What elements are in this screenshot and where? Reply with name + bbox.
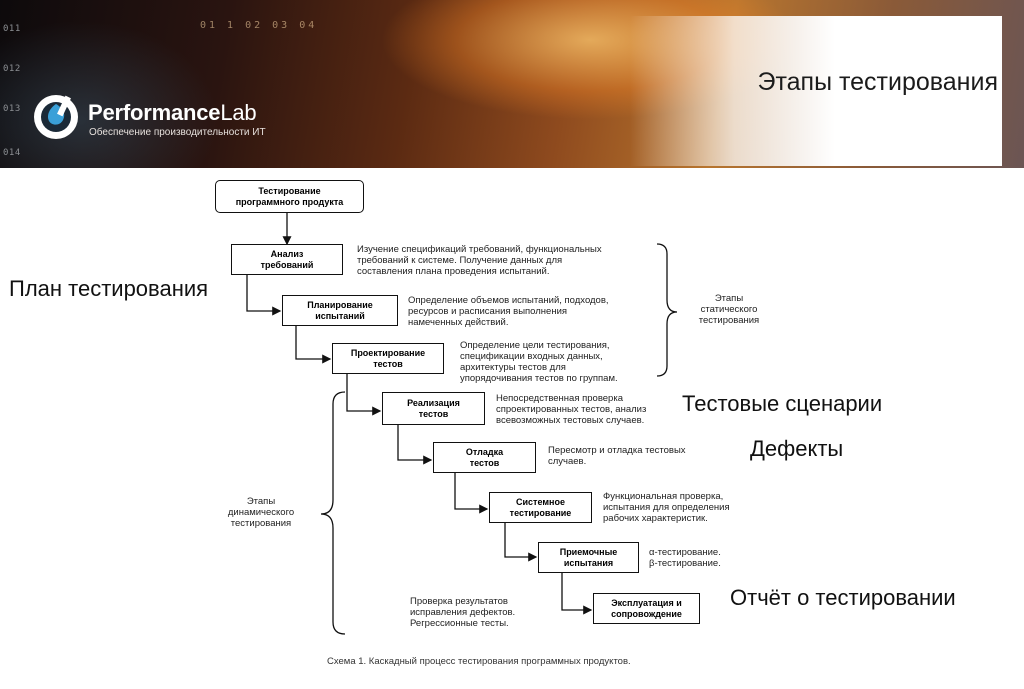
stage-box: Реализация тестов bbox=[382, 392, 485, 425]
annotation-report: Отчёт о тестировании bbox=[730, 585, 956, 610]
diagram-caption: Схема 1. Каскадный процесс тестирования … bbox=[327, 656, 631, 667]
banner-number: 013 bbox=[3, 104, 21, 114]
stage-description: Изучение спецификаций требований, функци… bbox=[357, 244, 602, 277]
logo-tagline: Обеспечение производительности ИТ bbox=[89, 127, 266, 138]
stage-box: Приемочные испытания bbox=[538, 542, 639, 573]
stage-description: α-тестирование. β-тестирование. bbox=[649, 547, 721, 569]
banner-top-numbers: 01 1 02 03 04 bbox=[200, 20, 318, 31]
stage-box: Отладка тестов bbox=[433, 442, 536, 473]
title-panel bbox=[630, 16, 1002, 166]
root-box: Тестирование программного продукта bbox=[215, 180, 364, 213]
banner-number: 014 bbox=[3, 148, 21, 158]
static-testing-label: Этапы статического тестирования bbox=[698, 293, 760, 326]
performancelab-logo-icon bbox=[34, 95, 78, 139]
page-title: Этапы тестирования bbox=[757, 68, 998, 96]
stage-description: Непосредственная проверка спроектированн… bbox=[496, 393, 647, 426]
regression-note: Проверка результатов исправления дефекто… bbox=[410, 596, 516, 629]
stage-description: Определение объемов испытаний, подходов,… bbox=[408, 295, 609, 328]
annotation-defects: Дефекты bbox=[750, 436, 844, 461]
annotation-scenarios: Тестовые сценарии bbox=[682, 391, 883, 416]
stage-description: Функциональная проверка, испытания для о… bbox=[603, 491, 730, 524]
stage-box: Анализ требований bbox=[231, 244, 343, 275]
banner-number: 012 bbox=[3, 64, 21, 74]
header-banner: 011 012 013 014 01 1 02 03 04 Этапы тест… bbox=[0, 0, 1024, 168]
stage-description: Определение цели тестирования, специфика… bbox=[460, 340, 618, 384]
stage-box: Эксплуатация и сопровождение bbox=[593, 593, 700, 624]
stage-box: Системное тестирование bbox=[489, 492, 592, 523]
dynamic-testing-label: Этапы динамического тестирования bbox=[227, 496, 295, 529]
stage-description: Пересмотр и отладка тестовых случаев. bbox=[548, 445, 686, 467]
stage-box: Планирование испытаний bbox=[282, 295, 398, 326]
annotation-plan: План тестирования bbox=[9, 276, 209, 301]
logo-wordmark: PerformanceLab bbox=[88, 100, 257, 125]
banner-number: 011 bbox=[3, 24, 21, 34]
stage-box: Проектирование тестов bbox=[332, 343, 444, 374]
